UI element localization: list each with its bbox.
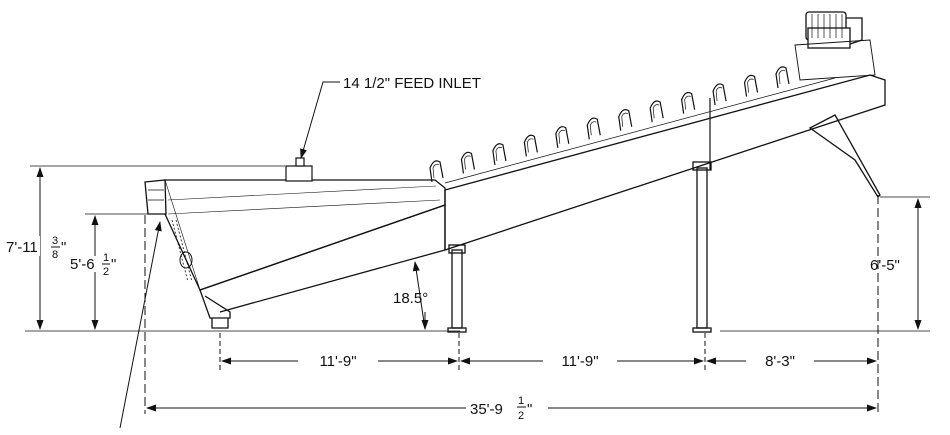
svg-text:2: 2 xyxy=(518,410,524,422)
flight-paddle xyxy=(586,117,601,140)
flight-paddle-inner xyxy=(684,95,691,110)
svg-text:2: 2 xyxy=(103,266,109,278)
tail-height-label: 5'-6 1 2 " xyxy=(68,252,116,278)
svg-text:": " xyxy=(527,401,532,418)
flight-paddle-inner xyxy=(432,164,440,179)
flight-paddle-inner xyxy=(778,70,786,85)
flight-paddle xyxy=(555,126,570,148)
flight-paddle xyxy=(618,109,633,131)
flight-paddle xyxy=(460,151,476,174)
feed-inlet-label: 14 1/2" FEED INLET xyxy=(343,75,481,92)
flight-paddle xyxy=(429,160,444,183)
svg-text:7'-11: 7'-11 xyxy=(6,239,38,256)
feed-inlet-leader xyxy=(300,81,340,159)
flight-paddle xyxy=(712,83,727,106)
angle-label: 18.5° xyxy=(393,290,428,307)
svg-text:5'-6: 5'-6 xyxy=(70,256,95,273)
span-1-label: 11'-9" xyxy=(319,353,356,370)
flight-paddle-inner xyxy=(715,87,723,102)
discharge-chute xyxy=(808,114,881,199)
svg-text:": " xyxy=(61,239,66,256)
flight-paddles xyxy=(429,66,790,183)
flight-paddle-inner xyxy=(621,112,628,127)
flight-paddle-inner xyxy=(464,155,471,170)
flight-paddle xyxy=(681,91,696,114)
flight-paddle-inner xyxy=(558,129,565,144)
flight-paddle-inner xyxy=(747,78,754,93)
svg-text:1: 1 xyxy=(103,252,109,264)
angle-dim-line xyxy=(412,261,426,330)
tail-hopper xyxy=(144,179,167,215)
conveyor-body xyxy=(144,11,886,333)
svg-text:35'-9: 35'-9 xyxy=(470,401,503,418)
span-3-label: 8'-3" xyxy=(765,353,795,370)
flight-paddle-inner xyxy=(589,121,597,136)
flight-paddle xyxy=(743,74,759,97)
support-leg-1 xyxy=(447,244,467,333)
discharge-height-label: 6'-5" xyxy=(870,257,900,274)
tank-outline xyxy=(164,179,446,291)
flight-paddle xyxy=(523,134,538,157)
flight-paddle-inner xyxy=(527,138,534,153)
tail-leader xyxy=(119,221,162,429)
flight-paddle-inner xyxy=(652,104,660,119)
svg-text:8: 8 xyxy=(52,249,58,261)
svg-text:": " xyxy=(111,256,116,273)
flight-paddle xyxy=(775,66,790,89)
overall-length-label: 35'-9 1 2 " xyxy=(470,395,532,422)
svg-text:1: 1 xyxy=(518,395,524,407)
support-leg-2 xyxy=(692,161,712,333)
flight-paddle xyxy=(492,143,507,165)
flight-paddle xyxy=(649,100,664,123)
drive-motor xyxy=(794,11,876,81)
feed-inlet xyxy=(285,157,313,182)
span-2-label: 11'-9" xyxy=(561,353,598,370)
overall-height-label: 7'-11 3 8 " xyxy=(4,235,66,261)
flight-paddle-inner xyxy=(495,146,503,161)
svg-text:3: 3 xyxy=(52,235,58,247)
